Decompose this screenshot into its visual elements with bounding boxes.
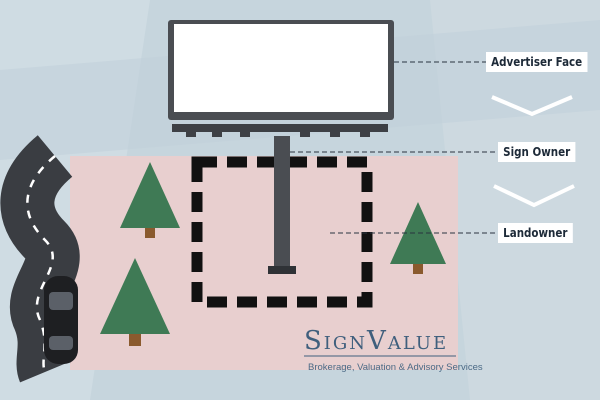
brand-logo-text: SignValue	[304, 326, 449, 356]
landowner-label: Landowner	[498, 223, 573, 243]
brand-tagline: Brokerage, Valuation & Advisory Services	[308, 362, 483, 373]
chevron-down-icon	[491, 95, 573, 117]
billboard-face	[174, 24, 388, 112]
property-boundary	[191, 156, 373, 308]
billboard-pole-base	[268, 266, 296, 274]
tree-icon	[120, 162, 180, 238]
sign-owner-label: Sign Owner	[498, 142, 576, 162]
billboard-catwalk	[172, 124, 388, 132]
tree-icon	[100, 258, 170, 346]
billboard-lights	[186, 132, 370, 137]
billboard-pole	[274, 136, 290, 272]
chevron-down-icon	[493, 184, 575, 208]
car-icon	[44, 276, 78, 364]
advertiser-face-label: Advertiser Face	[486, 52, 588, 72]
